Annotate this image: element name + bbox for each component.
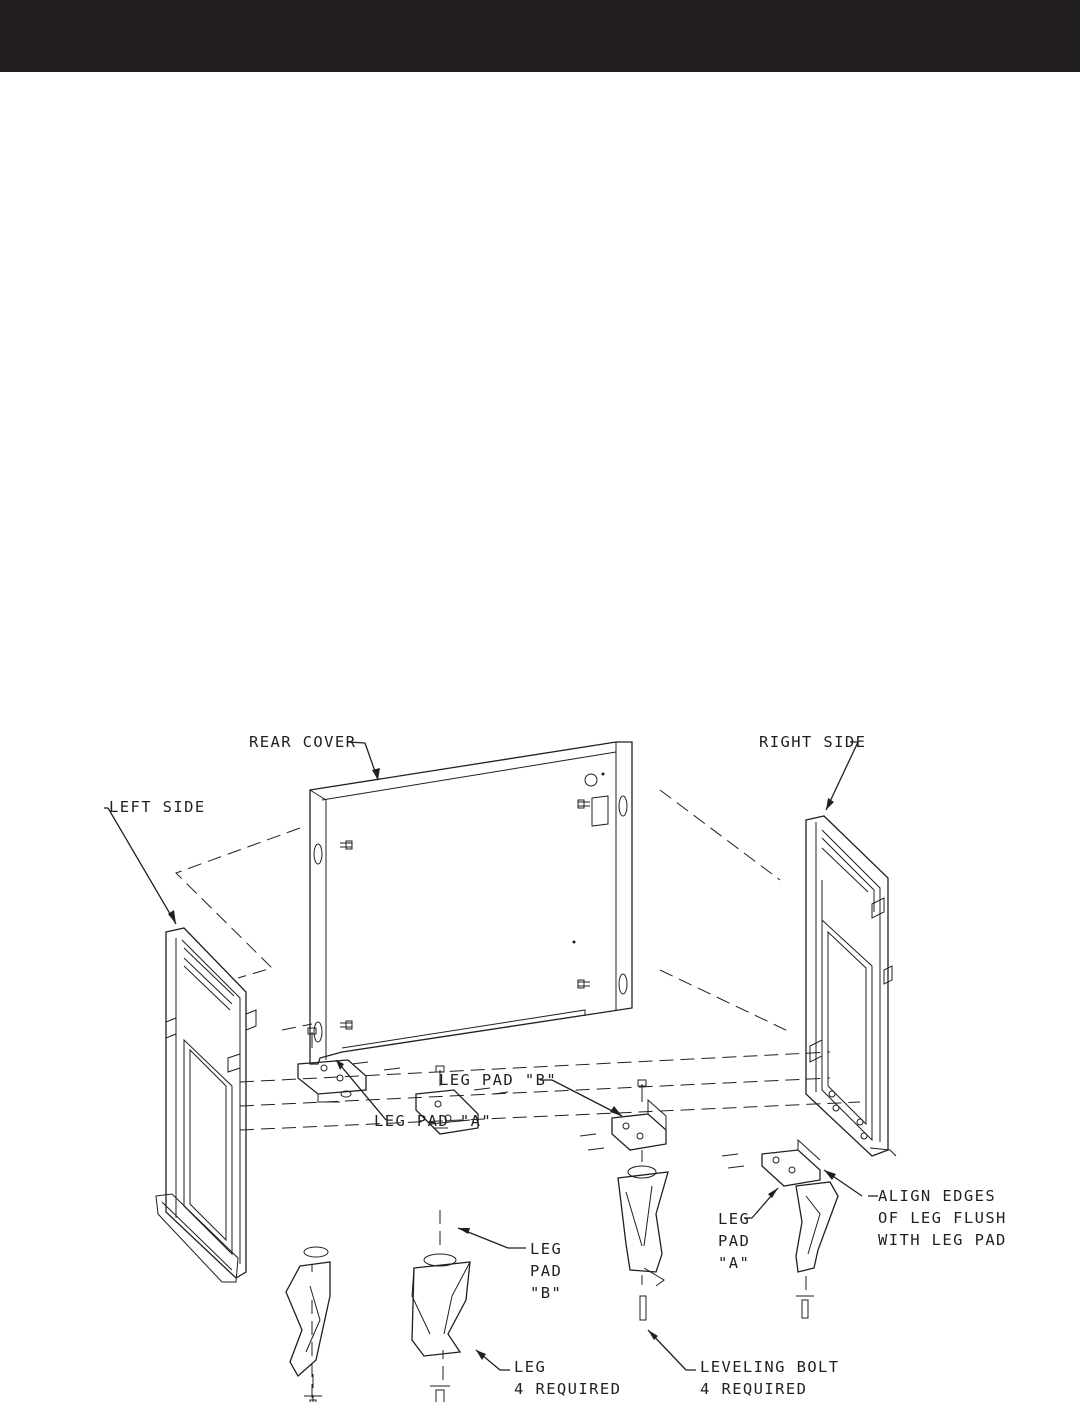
leg-pad-b-left xyxy=(415,1065,509,1135)
label-leg-pad-a-right-line3: "A" xyxy=(718,1254,750,1272)
label-leg-pad-a-right-line1: LEG xyxy=(718,1210,750,1228)
label-leg-pad-a-top: LEG PAD "A" xyxy=(374,1112,492,1130)
label-left-side: LEFT SIDE xyxy=(109,798,206,816)
label-leg-pad-b-top: LEG PAD "B" xyxy=(439,1071,557,1089)
label-leg-line1: LEG xyxy=(514,1358,546,1376)
rear-cover-panel xyxy=(309,741,633,1065)
right-side-panel xyxy=(805,815,897,1157)
label-right-side: RIGHT SIDE xyxy=(759,733,866,751)
leg-2 xyxy=(411,1253,471,1402)
label-align-edges-line1: ALIGN EDGES xyxy=(878,1187,996,1205)
label-leg-pad-a-right-line2: PAD xyxy=(718,1232,750,1250)
label-leveling-bolt-line2: 4 REQUIRED xyxy=(700,1380,807,1398)
label-leg-pad-b-mid-line2: PAD xyxy=(530,1262,562,1280)
leg-pad-b-center xyxy=(579,1079,667,1151)
label-leader-stubs xyxy=(104,741,878,1371)
label-leg-pad-b-mid-line3: "B" xyxy=(530,1284,562,1302)
leg-pad-a-left xyxy=(297,1027,401,1103)
label-leg-line2: 4 REQUIRED xyxy=(514,1380,621,1398)
leg-4 xyxy=(795,1181,839,1319)
leader-lines xyxy=(107,741,863,1371)
leg-1 xyxy=(285,1246,331,1402)
label-rear-cover: REAR COVER xyxy=(249,733,356,751)
label-align-edges-line2: OF LEG FLUSH xyxy=(878,1209,1007,1227)
label-leveling-bolt-line1: LEVELING BOLT xyxy=(700,1358,840,1376)
alignment-dashed-lines xyxy=(175,789,861,1402)
header-bar xyxy=(0,0,1080,72)
left-side-panel xyxy=(155,927,257,1283)
leg-3 xyxy=(617,1165,669,1321)
leg-pad-a-right xyxy=(721,1138,821,1187)
label-align-edges-line3: WITH LEG PAD xyxy=(878,1231,1007,1249)
label-leg-pad-b-mid-line1: LEG xyxy=(530,1240,562,1258)
